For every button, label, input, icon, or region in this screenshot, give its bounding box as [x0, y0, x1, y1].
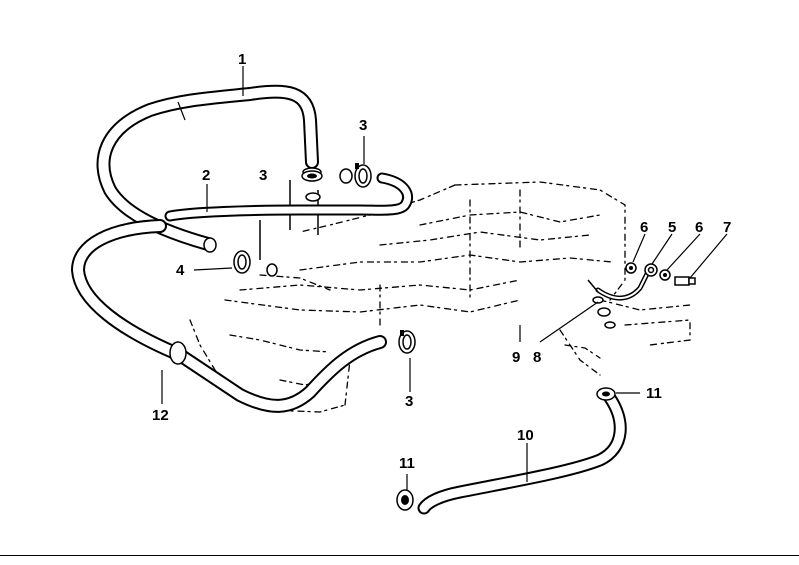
callout-6-right: 6	[695, 219, 704, 236]
hose-12-sleeve	[169, 341, 187, 365]
callout-1: 1	[238, 51, 247, 68]
washer-6-right	[659, 269, 671, 281]
clamp-11-lower	[396, 489, 414, 511]
hose-1-end	[203, 237, 217, 253]
clamp-3-upper-left	[301, 170, 323, 182]
callout-11-right: 11	[646, 385, 662, 402]
callout-8: 8	[533, 349, 542, 366]
callout-6-left: 6	[640, 219, 649, 236]
bottom-rule	[0, 555, 799, 556]
leader-lines	[161, 66, 728, 490]
callout-5: 5	[668, 219, 677, 236]
hose-12	[71, 219, 387, 413]
washer-6-left	[625, 262, 637, 274]
callout-3-right: 3	[359, 117, 368, 134]
callout-12: 12	[152, 407, 169, 424]
bolt-7	[674, 276, 696, 286]
thermostat-housing	[259, 180, 321, 260]
callout-3-left: 3	[259, 167, 268, 184]
callout-7: 7	[723, 219, 732, 236]
banjo-fitting-8	[592, 296, 616, 329]
hose-2	[164, 168, 414, 222]
callout-11-lower: 11	[399, 455, 415, 472]
clamp-4	[233, 250, 278, 277]
callout-9: 9	[512, 349, 521, 366]
hose-10	[417, 391, 627, 515]
clamp-3-lower	[398, 330, 416, 354]
banjo-5	[644, 263, 658, 277]
pipe-9	[587, 269, 651, 301]
clamp-3-upper-right	[354, 163, 372, 188]
callout-4: 4	[176, 262, 185, 279]
callout-3-lower: 3	[405, 393, 414, 410]
callout-10: 10	[517, 427, 534, 444]
clamp-11-upper	[596, 387, 616, 401]
hose-1	[96, 84, 322, 253]
callout-2: 2	[202, 167, 211, 184]
